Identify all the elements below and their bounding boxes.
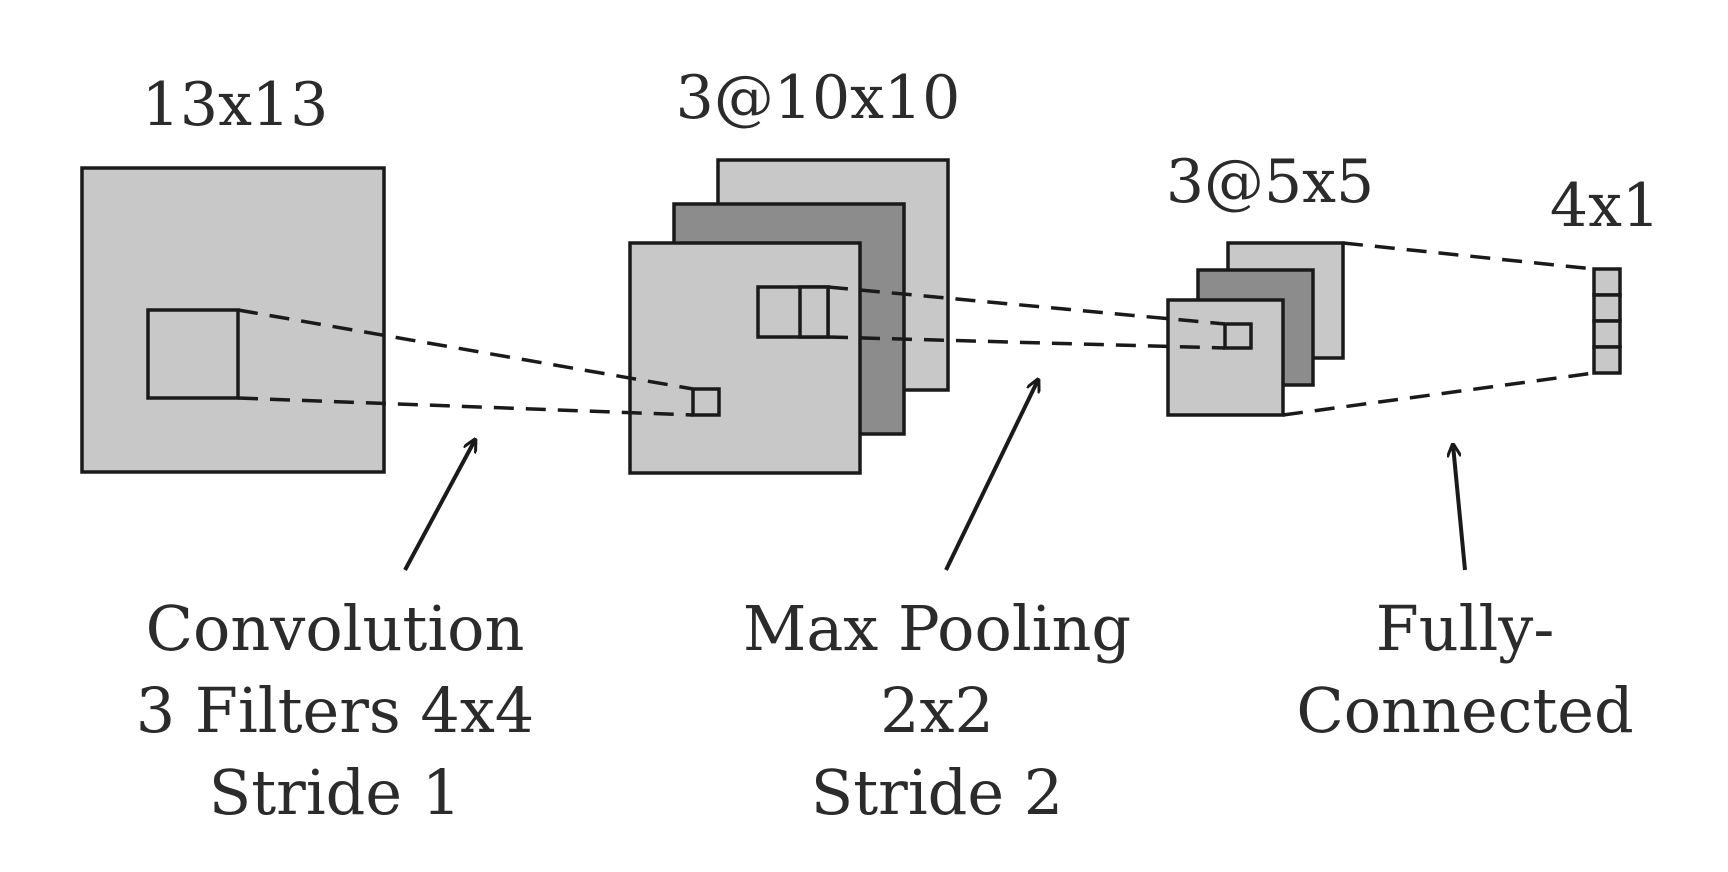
- pool-projection-line-bottom: [827, 335, 1226, 350]
- fc-neuron-4: [1592, 345, 1622, 375]
- conv-feature-map-1: [628, 241, 862, 475]
- fully-connected-arrow: [1453, 445, 1467, 571]
- max-pooling-caption-line-2: 2x2: [880, 674, 994, 747]
- input-size-label: 13x13: [142, 70, 329, 140]
- convolution-arrow: [403, 440, 475, 571]
- max-pooling-caption-line-1: Max Pooling: [743, 592, 1131, 665]
- pool-feature-map-1: [1166, 298, 1285, 417]
- convolution-caption-line-3: Stride 1: [209, 756, 461, 829]
- pooling-window-inner: [798, 285, 830, 339]
- max-pooling-caption-line-3: Stride 2: [811, 756, 1063, 829]
- pool-projection-line-top: [827, 285, 1226, 326]
- fc-neuron-1: [1592, 267, 1622, 297]
- max-pooling-arrow: [944, 380, 1038, 571]
- conv-output-size-label: 3@10x10: [676, 63, 961, 133]
- fc-output-size-label: 4x1: [1550, 171, 1660, 241]
- conv-output-cell: [691, 387, 721, 417]
- conv-projection-line-top: [237, 308, 694, 391]
- convolution-caption-line-2: 3 Filters 4x4: [136, 674, 534, 747]
- fc-projection-line-bottom: [1282, 371, 1595, 417]
- pool-output-size-label: 3@5x5: [1166, 147, 1374, 217]
- conv-projection-line-bottom: [237, 396, 694, 417]
- fully-connected-caption-line-2: Connected: [1296, 674, 1633, 747]
- fc-projection-line-top: [1342, 241, 1595, 271]
- fc-neuron-3: [1592, 319, 1622, 349]
- pool-output-cell: [1223, 322, 1253, 350]
- convolution-receptive-field: [146, 308, 240, 400]
- fully-connected-caption-line-1: Fully-: [1376, 592, 1555, 665]
- convolution-caption-line-1: Convolution: [146, 592, 525, 665]
- fc-neuron-2: [1592, 293, 1622, 323]
